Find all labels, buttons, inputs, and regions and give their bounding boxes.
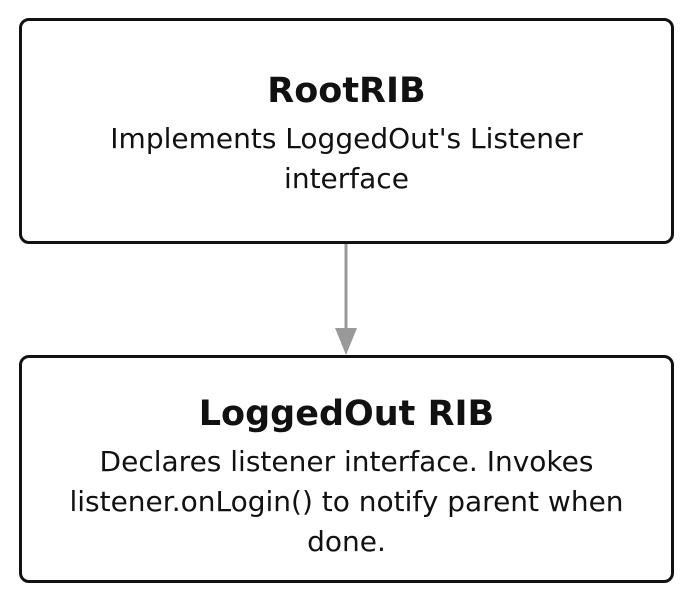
node-title: RootRIB — [267, 71, 426, 111]
node-description: Declares listener interface. Invokes lis… — [69, 445, 624, 558]
node-description: Implements LoggedOut's Listener interfac… — [110, 122, 583, 195]
node-root-rib: RootRIB Implements LoggedOut's Listener … — [19, 18, 674, 244]
node-title: LoggedOut RIB — [198, 394, 495, 434]
arrowhead-icon — [335, 328, 357, 355]
edge-root-to-loggedout — [335, 244, 357, 355]
node-loggedout-rib: LoggedOut RIB Declares listener interfac… — [19, 355, 674, 583]
